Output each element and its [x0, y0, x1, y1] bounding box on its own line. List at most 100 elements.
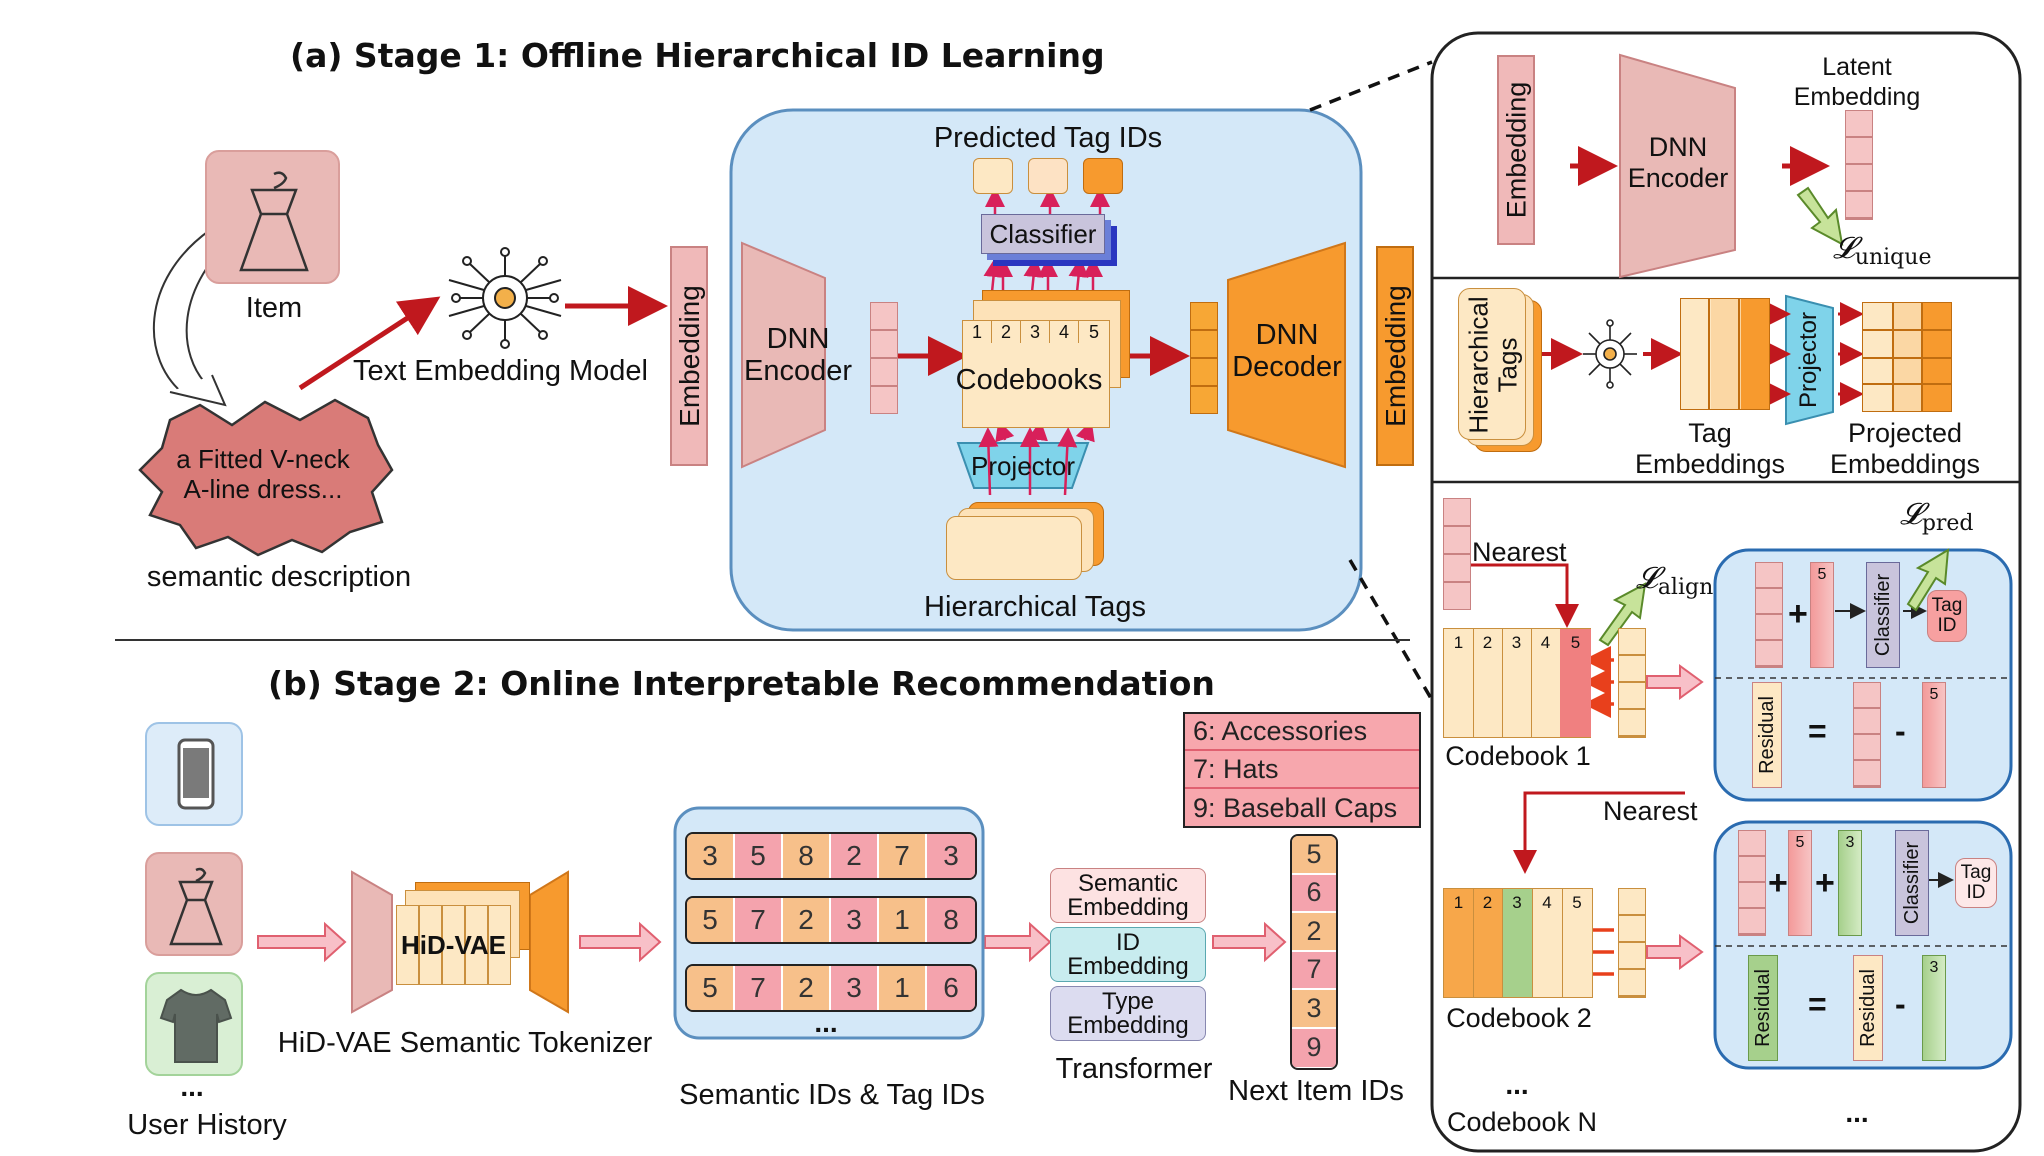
semantic-id-cell: 8 — [783, 834, 831, 878]
semantic-id-cell: 1 — [879, 966, 927, 1010]
dress-icon — [239, 171, 309, 272]
grid-line — [1708, 298, 1710, 410]
box1-latent — [1755, 562, 1783, 668]
transformer-label: Transformer — [1055, 1053, 1213, 1085]
semantic-id-cell: 5 — [735, 834, 783, 878]
hierarchical-tags-label: Hierarchical Tags — [924, 591, 1146, 623]
loss-align: 𝓛align — [1636, 561, 1714, 600]
cb1-index: 1 — [1453, 633, 1464, 652]
item-to-description-arrow — [152, 229, 211, 396]
grid-line — [1738, 298, 1740, 410]
semantic-embedding-box: Semantic Embedding — [1050, 868, 1206, 923]
semantic-id-cell: 7 — [735, 966, 783, 1010]
tag-legend-item: 9: Baseball Caps — [1193, 792, 1398, 823]
output-embedding-bar: Embedding — [1376, 246, 1414, 466]
history-ellipsis: ... — [180, 1071, 204, 1102]
tag-embeddings-block — [1680, 298, 1770, 410]
user-history-label: User History — [127, 1109, 287, 1141]
codebook-1-label: Codebook 1 — [1445, 741, 1591, 771]
plus-sign: + — [1788, 595, 1808, 633]
tokenizer-decoder-shape — [529, 870, 569, 1014]
stage2-title: (b) Stage 2: Online Interpretable Recomm… — [268, 664, 1215, 703]
box2-code-1: 5 — [1788, 830, 1812, 936]
next-id-cell: 7 — [1292, 951, 1336, 990]
predicted-tag-box — [1083, 158, 1123, 194]
semantic-id-cell: 8 — [927, 898, 975, 942]
latent-vector — [870, 302, 898, 414]
semantic-description-shape — [138, 398, 394, 557]
tag-legend-item: 6: Accessories — [1185, 714, 1419, 751]
box2-residual-prev: Residual — [1853, 955, 1883, 1061]
semantic-id-cell: 3 — [831, 966, 879, 1010]
codebook-2-vector — [1618, 888, 1646, 998]
box2-tag-id: Tag ID — [1955, 858, 1997, 908]
semantic-id-cell: 2 — [783, 966, 831, 1010]
codebook-index: 4 — [1050, 321, 1079, 343]
embedding-label: Embedding — [674, 285, 705, 427]
phone-item — [145, 722, 243, 826]
minus-sign: - — [1895, 986, 1906, 1022]
semantic-id-cell: 1 — [879, 898, 927, 942]
semantic-id-cell: 7 — [735, 898, 783, 942]
predicted-tag-box — [973, 158, 1013, 194]
ids-ellipsis: ... — [814, 1007, 838, 1038]
zoom-line — [1309, 60, 1433, 112]
classifier-label: Classifier — [1872, 573, 1894, 657]
box1-classifier: Classifier — [1866, 562, 1900, 668]
box1-latent-copy — [1853, 682, 1881, 788]
box1-code-copy: 5 — [1922, 682, 1946, 788]
hidvae-block: HiD-VAE — [396, 905, 511, 985]
panel-latent-vector — [1845, 110, 1873, 220]
tokenizer-encoder-shape — [351, 870, 393, 1014]
cb2-index: 5 — [1572, 893, 1582, 912]
nearest-label-1: Nearest — [1472, 537, 1567, 567]
codebooks-block: 1 2 3 4 5 — [962, 320, 1110, 428]
equals-sign: = — [1808, 713, 1827, 749]
box2-classifier: Classifier — [1895, 830, 1929, 936]
cb1-index: 2 — [1482, 633, 1493, 652]
cb1-index: 4 — [1540, 633, 1551, 652]
semantic-id-cell: 3 — [687, 834, 735, 878]
codebook-ellipsis: ... — [1505, 1069, 1529, 1100]
item-icon — [205, 150, 340, 284]
selected-index: 5 — [1795, 834, 1805, 851]
output-embedding-label: Embedding — [1380, 285, 1411, 427]
semantic-id-cell: 3 — [831, 898, 879, 942]
box2-code-2: 3 — [1838, 830, 1862, 936]
panel-hierarchical-tags: Hierarchical Tags — [1458, 288, 1526, 440]
text-embedding-model-label: Text Embedding Model — [353, 355, 648, 387]
cb1-index: 3 — [1511, 633, 1522, 652]
encoder-label: DNN Encoder — [743, 323, 852, 387]
panel-embedding-bar: Embedding — [1497, 55, 1535, 245]
box2-latent — [1738, 830, 1766, 936]
residual-label: Residual — [1756, 696, 1778, 774]
semantic-description-label: semantic description — [146, 561, 412, 593]
box-ellipsis: ... — [1845, 1097, 1869, 1128]
residual-label: Residual — [1857, 969, 1879, 1047]
codebook-1-vector — [1618, 628, 1646, 738]
box2-code-copy: 3 — [1922, 955, 1946, 1061]
classifier-box: Classifier — [981, 214, 1105, 254]
selected-index: 5 — [1817, 566, 1827, 583]
codebook-2-label: Codebook 2 — [1446, 1003, 1592, 1033]
tokenizer-label: HiD-VAE Semantic Tokenizer — [277, 1027, 653, 1059]
tag-embeddings-label: Tag Embeddings — [1634, 418, 1786, 480]
classifier-label: Classifier — [1901, 841, 1923, 925]
box1-selected-code: 5 — [1810, 562, 1834, 668]
codebook-index: 1 — [963, 321, 992, 343]
projected-embeddings-block — [1862, 302, 1952, 412]
selected-index: 5 — [1929, 686, 1939, 703]
panel-embedding-label: Embedding — [1501, 81, 1532, 219]
panel-projector-label: Projector — [1795, 311, 1822, 409]
dnn-decoder-shape — [1227, 241, 1346, 469]
codebook-1-block: 1 2 3 4 5 — [1443, 628, 1591, 738]
stage1-title: (a) Stage 1: Offline Hierarchical ID Lea… — [290, 36, 1105, 75]
semantic-id-cell: 5 — [687, 966, 735, 1010]
item-label: Item — [245, 292, 303, 324]
box2-residual: Residual — [1748, 955, 1778, 1061]
codebook-index: 5 — [1088, 321, 1099, 342]
box1-residual: Residual — [1752, 682, 1782, 788]
nearest-label-2: Nearest — [1603, 796, 1698, 826]
